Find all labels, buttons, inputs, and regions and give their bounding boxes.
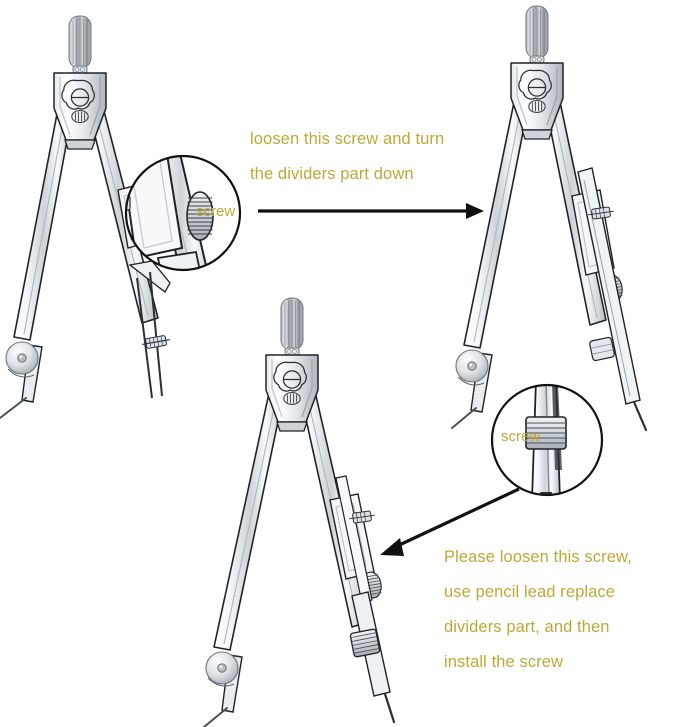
instruction-note-bottom-line-4: install the screw — [444, 653, 564, 671]
instruction-note-top-line-1: loosen this screw and turn — [250, 130, 445, 148]
instruction-note-bottom-line-2: use pencil lead replace — [444, 583, 616, 601]
instruction-note-bottom-line-1: Please loosen this screw, — [444, 548, 632, 566]
compass-top-right — [451, 5, 648, 432]
arrow-diagonal — [380, 487, 520, 556]
instruction-note-bottom-line-3: dividers part, and then — [444, 618, 610, 636]
callout-label-screw-1: screw — [196, 203, 236, 220]
instruction-note-top-line-2: the dividers part down — [250, 165, 414, 183]
magnifier-1 — [124, 154, 242, 272]
callout-label-screw-2: screw — [501, 428, 541, 445]
magnifier-2 — [490, 383, 604, 497]
instruction-note-top: loosen this screw and turn the dividers … — [250, 122, 444, 192]
compass-bottom — [203, 297, 396, 727]
arrow-horizontal — [258, 203, 484, 219]
instruction-note-bottom: Please loosen this screw, use pencil lea… — [444, 540, 632, 680]
